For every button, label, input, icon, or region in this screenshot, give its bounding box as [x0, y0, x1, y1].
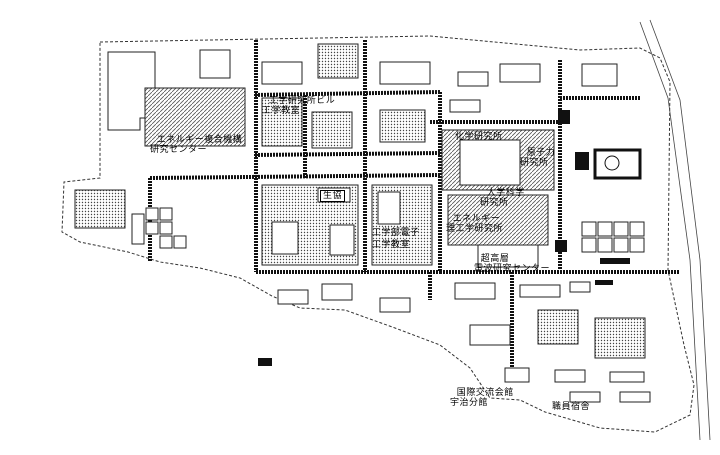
building-n7	[379, 109, 426, 143]
dome	[604, 155, 620, 171]
building-n2	[261, 61, 303, 85]
building-n1	[199, 49, 231, 79]
building-s13	[569, 391, 601, 403]
building-s3	[379, 297, 411, 313]
building-energy	[144, 87, 246, 147]
building-center-2	[329, 224, 355, 256]
outer-road	[639, 21, 701, 441]
building-ne	[581, 63, 618, 87]
building-s12	[609, 371, 645, 383]
label-top-block: 工学研究所ビル 工学教室	[262, 96, 336, 116]
label-shokuin: 職員宿舎	[552, 402, 591, 412]
building-n6	[499, 63, 541, 83]
building-s11	[554, 369, 586, 383]
building-s2	[321, 283, 353, 301]
label-energy-sci: エネルギー 理工学研究所	[446, 214, 504, 234]
grid-building-left	[131, 207, 187, 249]
label-chem: 化学研究所	[455, 132, 503, 142]
building-n8	[449, 99, 481, 113]
building-dark-5	[258, 358, 272, 366]
label-eng-bldg: 工学教室	[372, 240, 411, 250]
building-center-1	[271, 221, 299, 255]
building-n5	[457, 71, 489, 87]
label-eng-lab: 工学部電子	[372, 228, 420, 238]
roads	[148, 40, 680, 368]
building-s1	[277, 289, 309, 305]
label-kokusai: 国際交流会館 宇治分館	[450, 388, 514, 408]
building-top-mid2	[311, 111, 353, 149]
label-tohoku: 大学科学 研究所	[480, 188, 525, 208]
building-n4	[379, 61, 431, 85]
building-s10	[504, 367, 530, 383]
label-seikyo: 生協	[320, 190, 346, 202]
outer-road-2	[649, 19, 711, 441]
building-energy-sci	[447, 194, 549, 246]
campus-boundary	[61, 35, 695, 433]
label-ionic: 原子力 研究所	[520, 148, 556, 168]
building-dark-1	[558, 110, 570, 124]
building-dark-2	[555, 240, 567, 252]
grid-building-east	[581, 221, 645, 253]
building-dark-3	[600, 258, 630, 264]
building-ultra	[477, 244, 539, 268]
building-s8	[537, 309, 579, 345]
building-s7	[569, 281, 591, 293]
label-energy-complex: エネルギー複合機構 研究センター	[150, 135, 243, 155]
building-s14	[619, 391, 651, 403]
building-eng-core	[377, 191, 401, 225]
building-east-dark	[575, 152, 589, 170]
building-top-mid	[261, 97, 303, 147]
building-s4	[454, 282, 496, 300]
label-ultra: 超高層 電波研究センター	[474, 254, 551, 274]
building-s6	[519, 284, 561, 298]
building-s5	[469, 324, 511, 346]
building-dark-4	[595, 280, 613, 285]
building-n3	[317, 43, 359, 79]
building-s9	[594, 317, 646, 359]
building-left	[74, 189, 126, 229]
building-chem-core	[459, 139, 521, 186]
